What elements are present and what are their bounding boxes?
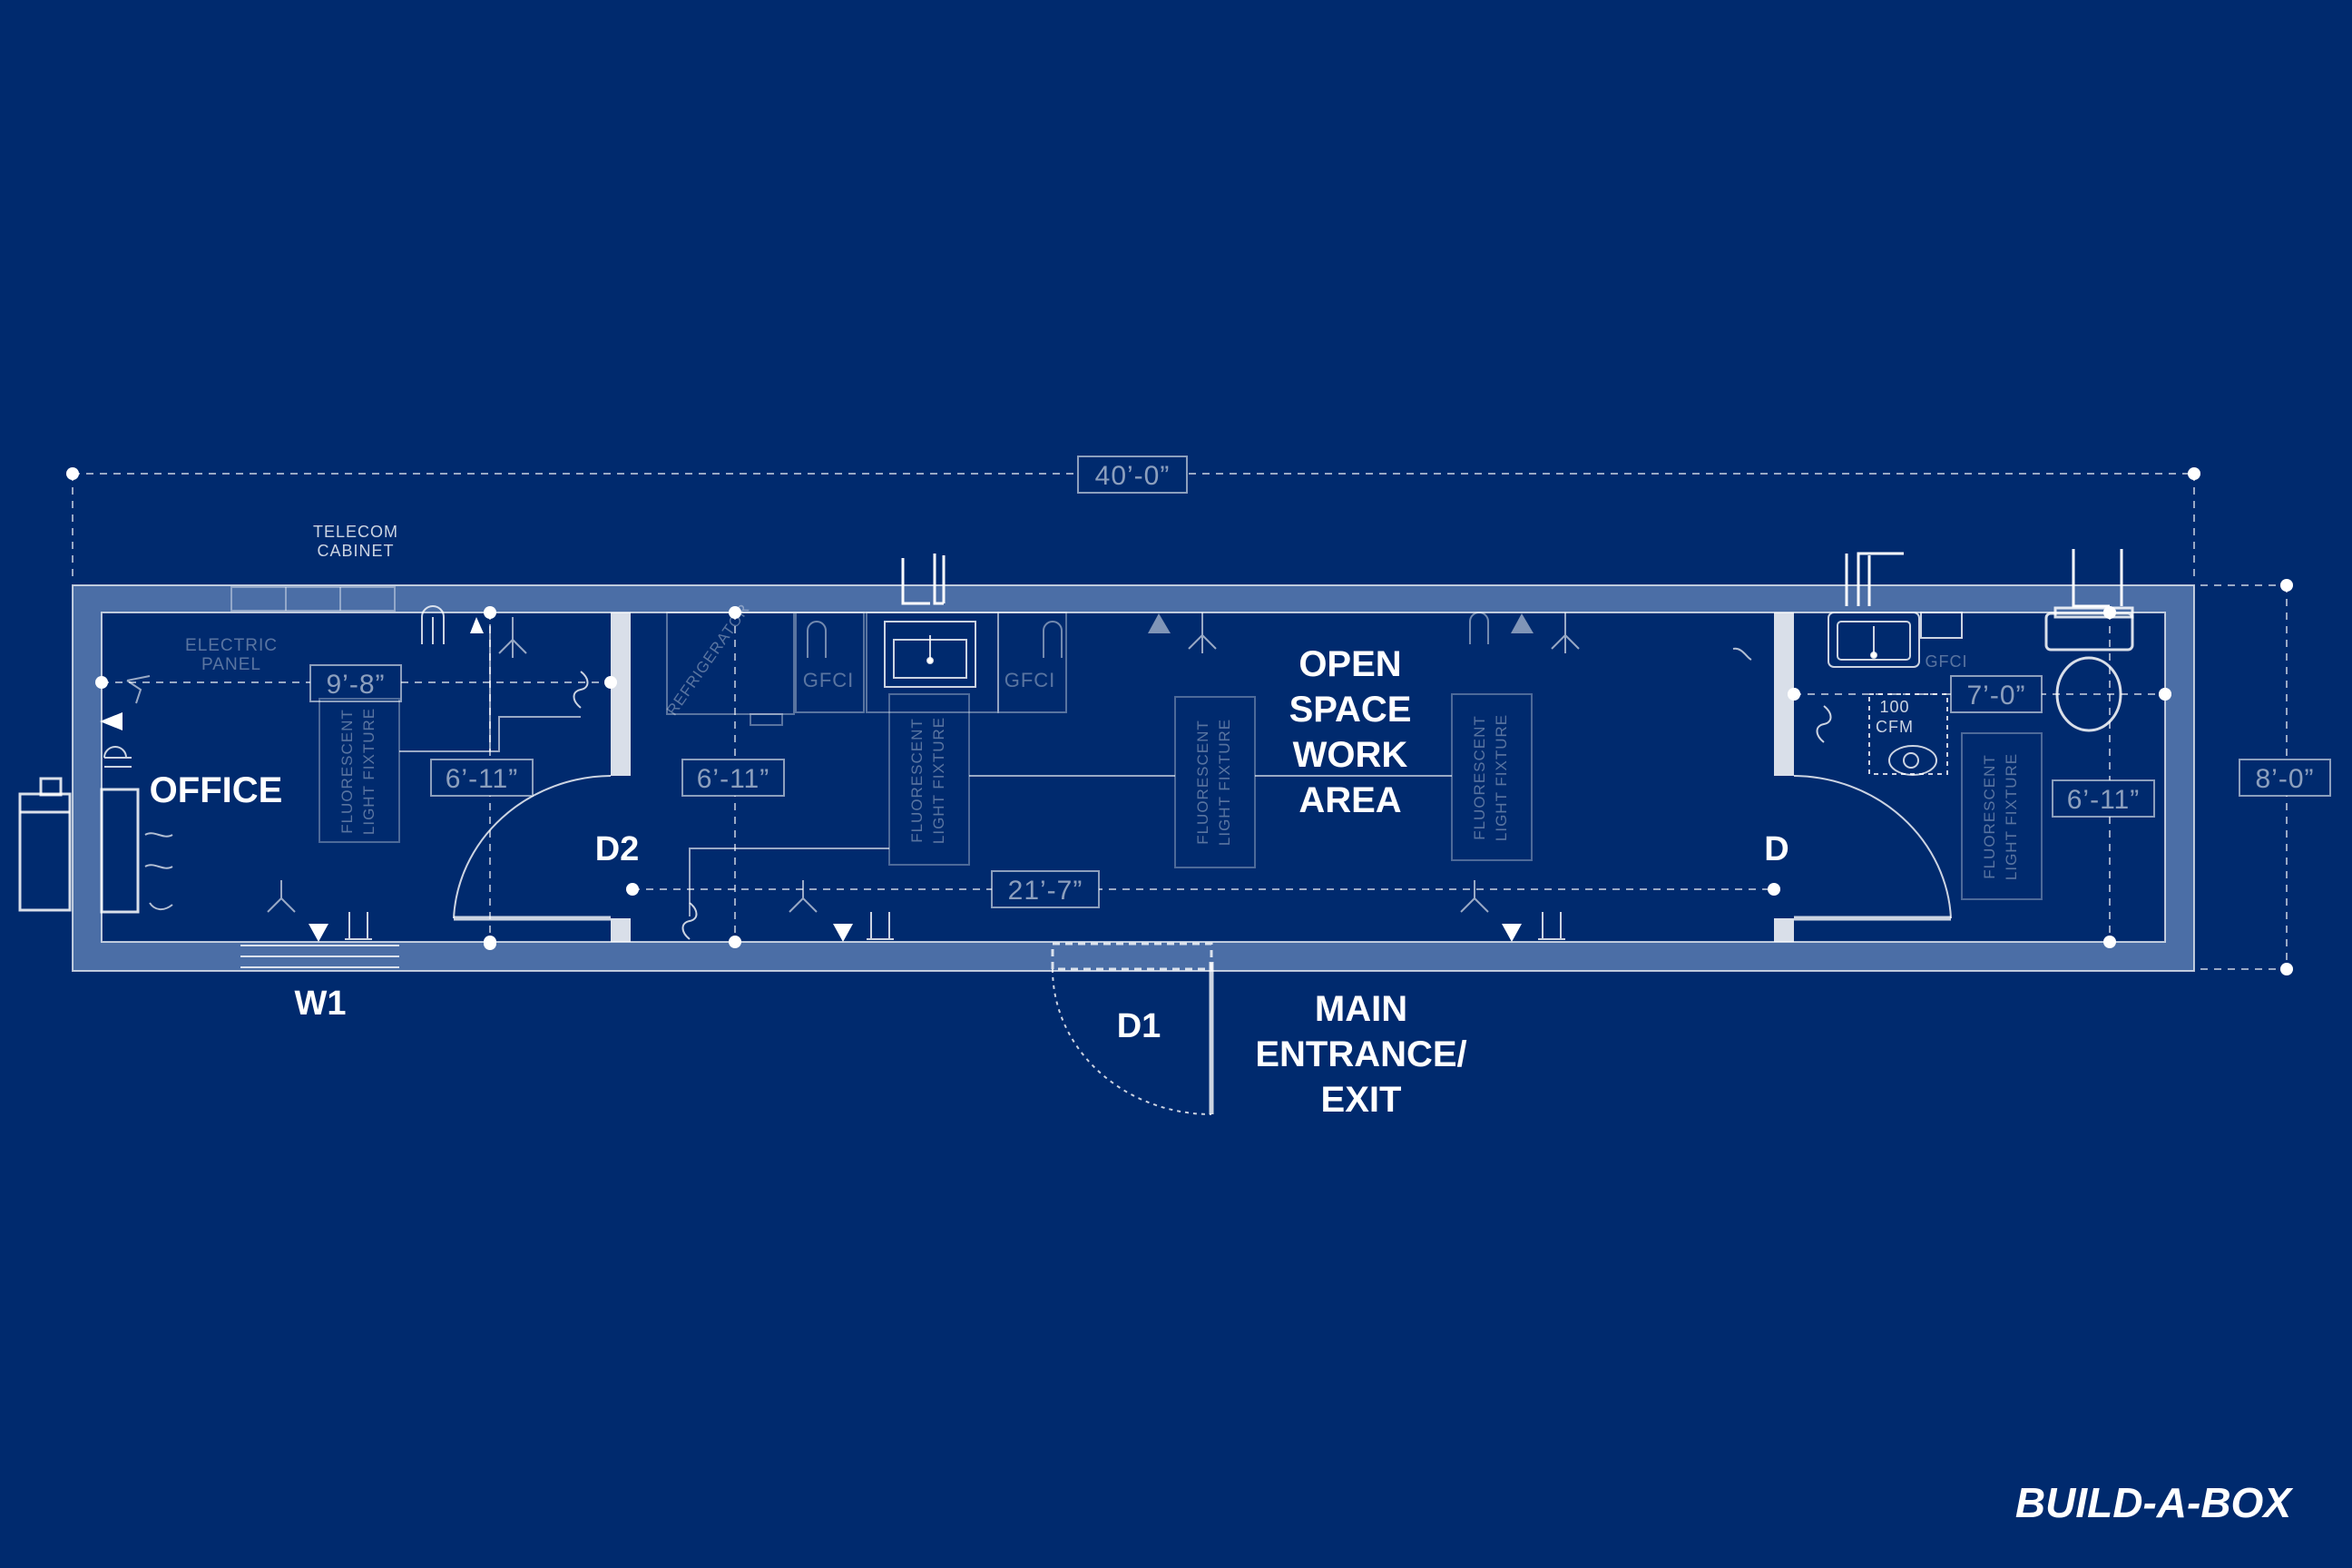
telecom-label-2: CABINET [317,542,394,560]
gfci-label-2: GFCI [1004,669,1056,691]
faucet-icon [901,549,2123,608]
dim-work-depth: 6’-11” [697,764,769,794]
toilet-icon [2044,606,2134,732]
fixture-1-label-2: LIGHT FIXTURE [360,708,377,835]
dim-bath-width: 7’-0” [1966,681,2025,710]
room-open-4: AREA [1298,780,1401,820]
partition-bath-low [1774,918,1794,942]
exterior-hvac-unit [18,777,140,914]
fixture-5-label-2: LIGHT FIXTURE [2003,753,2020,880]
fixture-4-label-2: LIGHT FIXTURE [1493,714,1510,841]
room-open-1: OPEN [1298,644,1401,684]
fan-label-2: CFM [1876,718,1914,736]
light-branch-lines [399,624,1452,916]
partition-office-low [611,918,631,942]
outlet-icon [103,605,1565,940]
window-w1 [240,945,399,968]
fixture-3-label-1: FLUORESCENT [1194,720,1211,845]
wall-dots [484,606,2171,950]
door-d: D [1764,830,1788,868]
entrance-2: ENTRANCE/ [1255,1034,1466,1074]
partition-office [611,612,631,776]
data-outlet-icon [100,613,1534,942]
electric-panel-label-2: PANEL [201,655,261,674]
room-office: OFFICE [150,770,283,810]
exhaust-fan-icon [1868,693,1948,776]
dim-overall-length: 40’-0” [1095,461,1171,491]
fixture-1-label-1: FLUORESCENT [338,709,356,834]
gfci-label-1: GFCI [803,669,855,691]
room-open-3: WORK [1293,735,1408,775]
door-swing-icon [453,775,1952,1115]
wall-switch-wave [144,647,1752,910]
telecom-cabinet [230,586,396,612]
room-open-2: SPACE [1289,690,1412,730]
sink-icon [884,621,976,688]
bathroom-sink [1828,612,1963,668]
dim-bath-depth: 6’-11” [2067,785,2140,815]
fixture-4-label-1: FLUORESCENT [1471,715,1488,840]
window-w1-label: W1 [295,985,347,1023]
door-d1: D1 [1117,1007,1161,1045]
kitchen-cabinets [666,612,1067,726]
dim-box-outlines [309,456,2331,908]
light-fixture-outlines [318,693,2043,900]
dim-overall-width: 8’-0” [2255,764,2314,794]
entrance-3: EXIT [1321,1080,1402,1120]
electric-panel-label-1: ELECTRIC [185,636,278,655]
fixture-5-label-1: FLUORESCENT [1981,754,1998,879]
dim-office-width: 9’-8” [326,670,385,700]
entrance-1: MAIN [1315,989,1407,1029]
fan-label-1: 100 [1879,698,1909,716]
telecom-label-1: TELECOM [313,523,398,541]
fixture-2-label-2: LIGHT FIXTURE [930,717,947,844]
dim-work-length: 21’-7” [1008,876,1083,906]
light-branch-icon [126,612,1580,913]
switch-icon [573,671,1832,940]
partition-bath [1774,612,1794,776]
gfci-label-3: GFCI [1926,652,1968,671]
dim-office-depth: 6’-11” [446,764,518,794]
door-d2: D2 [595,830,640,868]
fixture-2-label-1: FLUORESCENT [908,718,926,843]
fixture-3-label-2: LIGHT FIXTURE [1216,719,1233,846]
brand-logo: BUILD-A-BOX [2015,1479,2293,1526]
